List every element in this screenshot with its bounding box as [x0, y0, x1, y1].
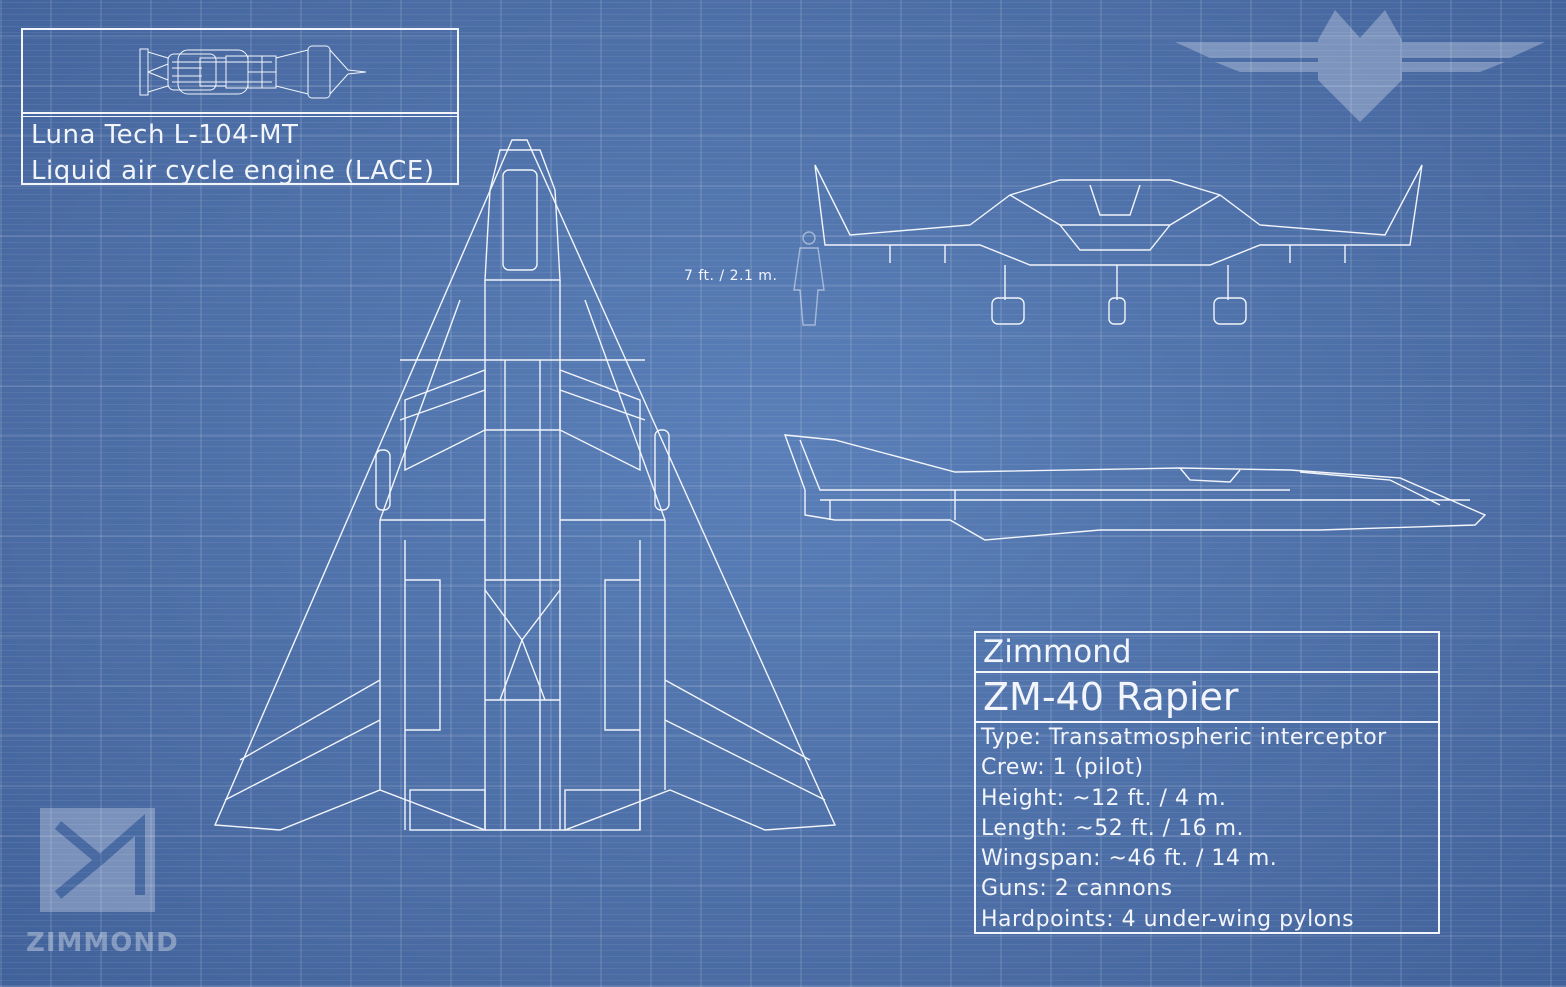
model-name: ZM-40 Rapier [976, 673, 1438, 723]
scale-figure-label: 7 ft. / 2.1 m. [684, 268, 778, 284]
spec-crew: Crew: 1 (pilot) [981, 755, 1144, 781]
front-view-drawing [814, 164, 1423, 325]
manufacturer: Zimmond [976, 633, 1438, 673]
spec-guns: Guns: 2 cannons [981, 876, 1173, 902]
spec-wingspan: Wingspan: ~46 ft. / 14 m. [981, 846, 1278, 872]
engine-panel: Luna Tech L-104-MT Liquid air cycle engi… [21, 28, 459, 186]
zimmond-logo-mark [40, 808, 155, 912]
spec-length: Length: ~52 ft. / 16 m. [981, 815, 1244, 841]
winged-fox-emblem [1175, 10, 1545, 122]
side-view-drawing [783, 434, 1487, 541]
spec-hardpoints: Hardpoints: 4 under-wing pylons [981, 906, 1355, 932]
engine-description: Liquid air cycle engine (LACE) [31, 156, 435, 186]
spec-type: Type: Transatmospheric interceptor [981, 725, 1387, 750]
human-scale-figure [793, 231, 825, 326]
engine-name: Luna Tech L-104-MT [31, 120, 299, 150]
spec-panel: Zimmond ZM-40 Rapier Type: Transatmosphe… [974, 631, 1440, 934]
engine-icon [139, 45, 367, 99]
brand-wordmark: ZIMMOND [26, 928, 179, 958]
spec-list: Type: Transatmospheric interceptor Crew:… [976, 723, 1438, 935]
spec-height: Height: ~12 ft. / 4 m. [981, 785, 1227, 811]
top-view-drawing [213, 139, 837, 831]
engine-drawing [23, 30, 457, 114]
